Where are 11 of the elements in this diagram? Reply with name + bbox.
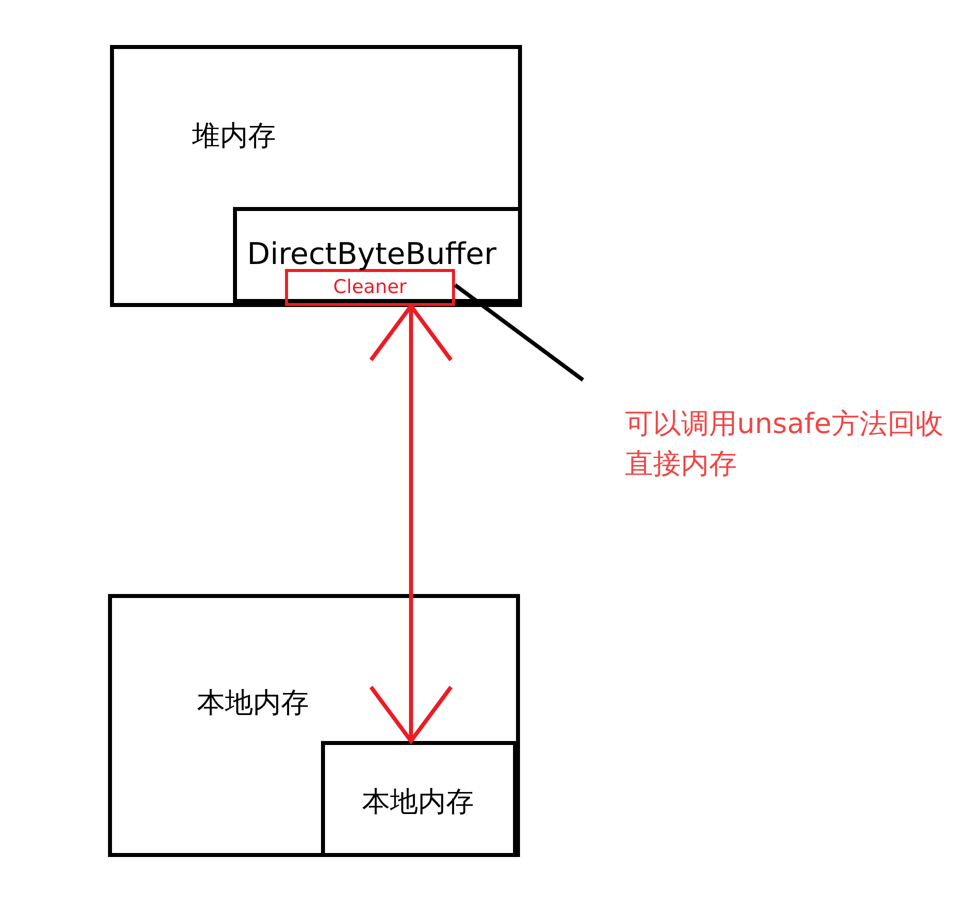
box-label: 本地内存: [197, 686, 309, 720]
annotation-text: 可以调用unsafe方法回收直接内存: [625, 406, 944, 482]
cleaner-box: [285, 269, 455, 306]
box-label: 本地内存: [362, 785, 474, 819]
box-label: 堆内存: [192, 119, 276, 153]
double-arrow: [369, 304, 453, 743]
leader-line: [454, 283, 584, 382]
box-label: DirectByteBuffer: [247, 237, 496, 273]
memory-box: [110, 45, 522, 307]
box-label: Cleaner: [333, 276, 407, 299]
memory-box: [108, 594, 520, 857]
